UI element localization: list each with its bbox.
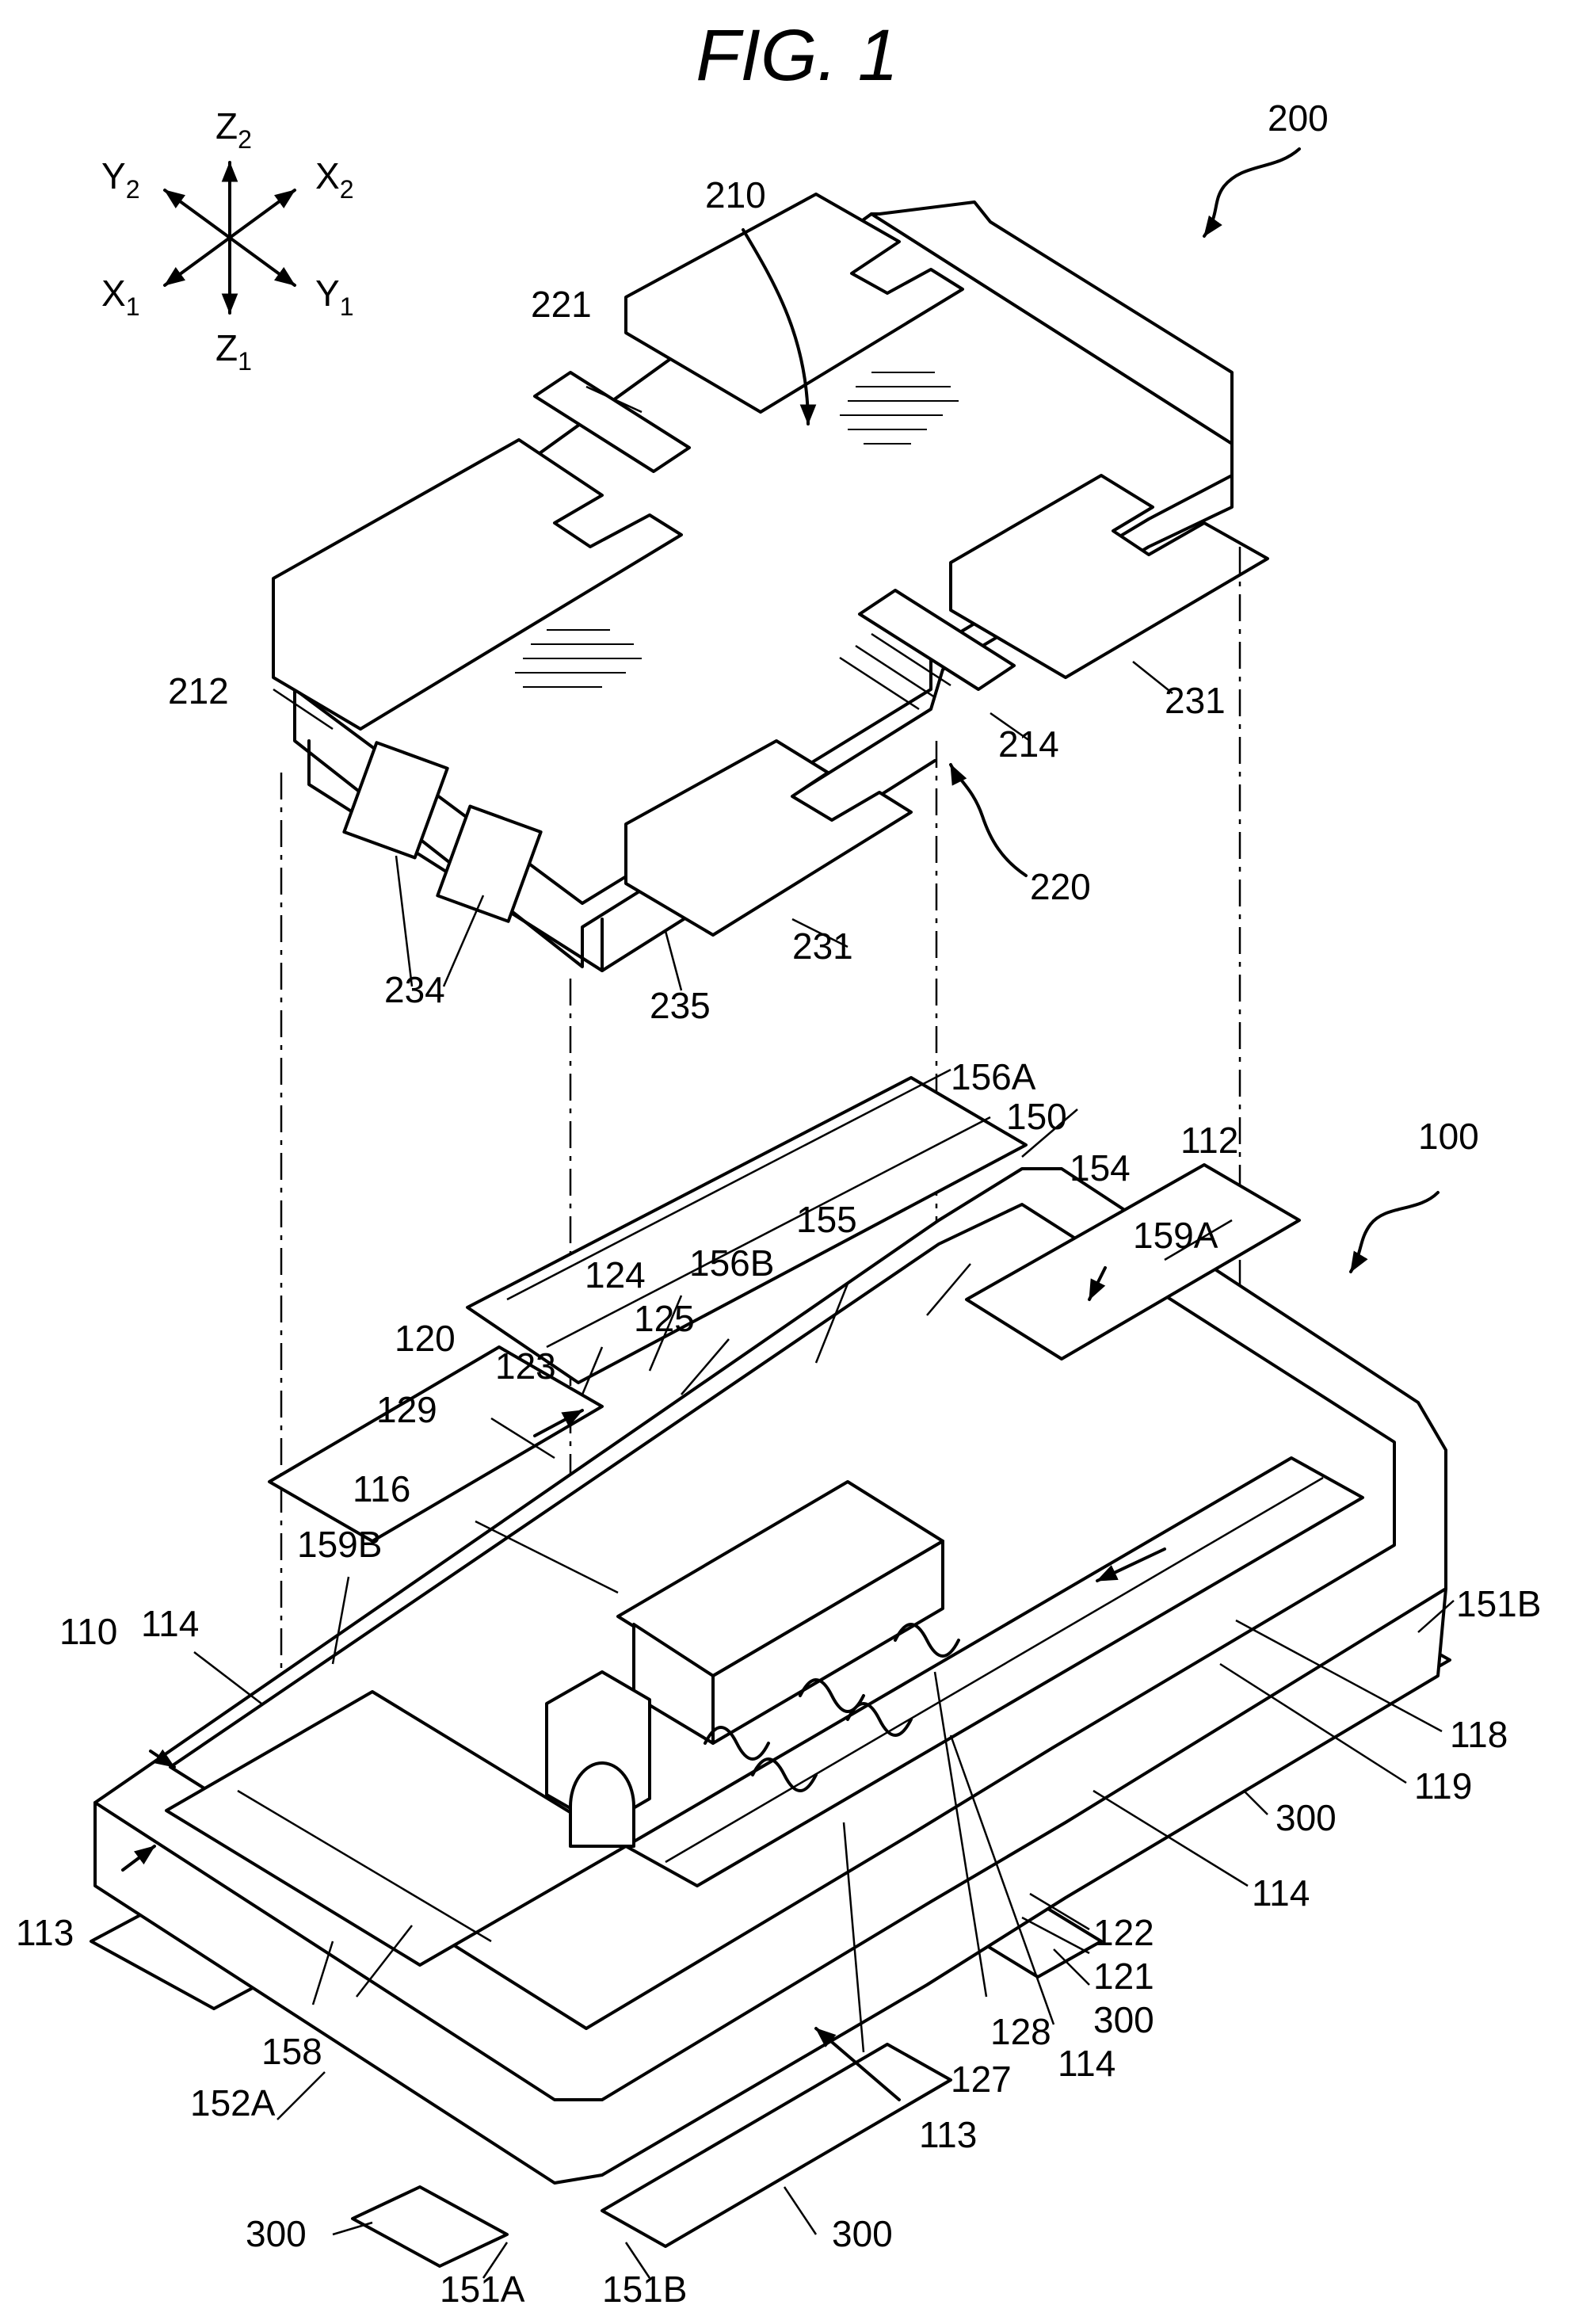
ref-label-128: 128	[990, 2011, 1051, 2052]
ref-label-220: 220	[1030, 866, 1091, 907]
x1-arrow	[165, 238, 230, 285]
coordinate-axes: Z2 Y2 X2 X1 Y1 Z1	[101, 105, 353, 376]
ref-label-118: 118	[1450, 1714, 1508, 1755]
ref-label-231-right: 231	[1165, 680, 1226, 721]
ref-label-129: 129	[376, 1389, 437, 1430]
ref-label-114-left: 114	[141, 1603, 199, 1644]
ref-label-156B: 156B	[689, 1242, 774, 1284]
x2-arrow	[230, 190, 295, 238]
ref-label-125: 125	[634, 1298, 695, 1339]
ref-label-152A: 152A	[190, 2082, 276, 2124]
ref-label-124: 124	[585, 1254, 646, 1296]
ref-label-300-right: 300	[1276, 1797, 1337, 1838]
ref-label-113-bottom: 113	[919, 2114, 977, 2155]
ref-label-221: 221	[531, 284, 592, 325]
ref-label-121: 121	[1093, 1956, 1154, 1997]
ref-label-119: 119	[1414, 1765, 1472, 1807]
ref-label-235: 235	[650, 985, 711, 1026]
ref-label-210: 210	[705, 174, 766, 216]
ref-label-234: 234	[384, 969, 445, 1010]
plug-component-200	[273, 149, 1299, 971]
ref-label-151B-right: 151B	[1456, 1583, 1541, 1624]
axis-label-z1: Z1	[215, 327, 252, 376]
ref-label-120: 120	[395, 1318, 456, 1359]
ref-label-200: 200	[1268, 97, 1329, 139]
axis-label-x1: X1	[101, 273, 139, 321]
axis-label-y1: Y1	[315, 273, 353, 321]
ref-label-159A: 159A	[1133, 1215, 1218, 1256]
axis-label-z2: Z2	[215, 105, 252, 154]
ref-label-110: 110	[59, 1611, 117, 1652]
ref-label-150: 150	[1006, 1096, 1067, 1137]
ref-label-151B-bottom: 151B	[602, 2269, 687, 2310]
y2-arrow	[165, 190, 230, 238]
ref-label-300-mid: 300	[1093, 1999, 1154, 2040]
ref-label-158: 158	[261, 2031, 322, 2072]
ref-label-123: 123	[495, 1345, 556, 1387]
ref-label-127: 127	[951, 2059, 1012, 2100]
axis-label-x2: X2	[315, 155, 353, 204]
axis-label-y2: Y2	[101, 155, 139, 204]
ref-label-122: 122	[1093, 1912, 1154, 1953]
ref-label-154: 154	[1070, 1147, 1131, 1189]
ref-label-113-left: 113	[16, 1912, 74, 1953]
ref-label-114-right: 114	[1252, 1872, 1310, 1914]
ref-label-212: 212	[168, 670, 229, 712]
ref-label-231-front: 231	[792, 925, 853, 967]
ref-label-300-left: 300	[246, 2213, 307, 2254]
ref-label-114-bottom: 114	[1058, 2043, 1115, 2084]
ref-label-300-bottom: 300	[832, 2213, 893, 2254]
ref-label-159B: 159B	[297, 1524, 382, 1565]
y1-arrow	[230, 238, 295, 285]
ref-label-151A: 151A	[440, 2269, 525, 2310]
ref-label-116: 116	[353, 1468, 410, 1509]
ref-label-155: 155	[796, 1199, 857, 1240]
ref-label-112: 112	[1180, 1120, 1238, 1161]
ref-label-156A: 156A	[951, 1056, 1036, 1097]
ref-label-100: 100	[1418, 1116, 1479, 1157]
ref-label-214: 214	[998, 723, 1059, 765]
